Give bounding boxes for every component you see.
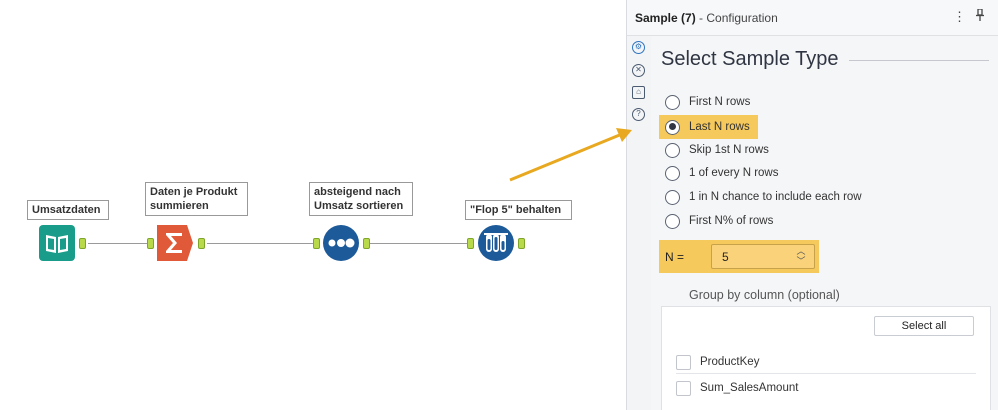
- option-last-n-rows[interactable]: Last N rows: [659, 115, 758, 139]
- group-by-title: Group by column (optional): [689, 288, 840, 302]
- output-anchor-1[interactable]: [79, 238, 86, 249]
- n-stepper[interactable]: ︿ ﹀: [791, 246, 811, 268]
- option-1-of-every-n-rows[interactable]: 1 of every N rows: [665, 163, 778, 183]
- column-name: ProductKey: [700, 356, 760, 368]
- sort-tool[interactable]: [323, 225, 359, 261]
- node-label-umsatzdaten: Umsatzdaten: [27, 200, 109, 220]
- n-input[interactable]: 5 ︿ ﹀: [711, 244, 815, 269]
- pin-icon[interactable]: [975, 8, 985, 25]
- connection-1: [88, 243, 148, 244]
- output-anchor-3[interactable]: [363, 238, 370, 249]
- option-first-n-percent[interactable]: First N% of rows: [665, 211, 773, 231]
- input-data-tool[interactable]: [39, 225, 75, 261]
- section-title: Select Sample Type: [661, 48, 839, 70]
- option-label: Skip 1st N rows: [689, 144, 769, 156]
- radio-button[interactable]: [665, 94, 680, 110]
- workflow-canvas[interactable]: Umsatzdaten Daten je Produkt summieren a…: [0, 0, 626, 410]
- sample-tubes-icon: [478, 225, 514, 261]
- input-anchor-2[interactable]: [147, 238, 154, 249]
- annotation-icon[interactable]: ✕: [632, 64, 645, 77]
- option-label: 1 of every N rows: [689, 167, 779, 179]
- connection-2: [207, 243, 317, 244]
- sort-dots-icon: [323, 225, 359, 261]
- checkbox[interactable]: [676, 380, 691, 396]
- configuration-content: Select Sample Type First N rows Last N r…: [651, 36, 998, 410]
- node-label-flop5: "Flop 5" behalten: [465, 200, 572, 220]
- connection-3: [369, 243, 469, 244]
- chevron-down-icon[interactable]: ﹀: [796, 256, 806, 266]
- node-label-summieren: Daten je Produkt summieren: [145, 182, 248, 216]
- option-label: 1 in N chance to include each row: [689, 191, 862, 203]
- option-1-in-n-chance[interactable]: 1 in N chance to include each row: [665, 187, 862, 207]
- n-value[interactable]: 5: [722, 250, 729, 264]
- radio-button[interactable]: [665, 213, 680, 229]
- input-anchor-3[interactable]: [313, 238, 320, 249]
- column-name: Sum_SalesAmount: [700, 382, 799, 394]
- configuration-panel: Sample (7) - Configuration ⋮ ⚙ ✕ ⌂ ? Sel…: [626, 0, 998, 410]
- tag-icon[interactable]: ⌂: [632, 86, 645, 99]
- option-label: First N rows: [689, 96, 751, 108]
- help-icon[interactable]: ?: [632, 108, 645, 121]
- section-divider: [849, 60, 989, 61]
- column-row-productkey[interactable]: ProductKey: [676, 353, 759, 371]
- radio-button[interactable]: [665, 142, 680, 158]
- book-icon: [39, 225, 75, 261]
- n-field-group: N = 5 ︿ ﹀: [659, 240, 819, 273]
- option-skip-1st-n-rows[interactable]: Skip 1st N rows: [665, 140, 769, 160]
- input-anchor-4[interactable]: [467, 238, 474, 249]
- radio-button[interactable]: [665, 165, 680, 181]
- sigma-icon: [157, 225, 193, 261]
- output-anchor-2[interactable]: [198, 238, 205, 249]
- configuration-gear-icon[interactable]: ⚙: [632, 41, 645, 54]
- panel-title: Sample (7) - Configuration: [635, 11, 778, 25]
- sample-tool[interactable]: [478, 225, 514, 261]
- output-anchor-4[interactable]: [518, 238, 525, 249]
- n-label: N =: [665, 250, 685, 264]
- chevron-up-icon[interactable]: ︿: [796, 246, 806, 256]
- more-options-icon[interactable]: ⋮: [953, 9, 966, 24]
- column-row-sum-salesamount[interactable]: Sum_SalesAmount: [676, 379, 798, 397]
- radio-button[interactable]: [665, 189, 680, 205]
- panel-header: Sample (7) - Configuration ⋮: [627, 0, 998, 36]
- panel-subtitle: - Configuration: [699, 11, 778, 25]
- select-all-button[interactable]: Select all: [874, 316, 974, 336]
- checkbox[interactable]: [676, 354, 691, 370]
- tool-name: Sample (7): [635, 11, 696, 25]
- radio-button-selected[interactable]: [665, 119, 680, 135]
- option-label: Last N rows: [689, 121, 750, 133]
- option-first-n-rows[interactable]: First N rows: [665, 92, 750, 112]
- node-label-sortieren: absteigend nach Umsatz sortieren: [309, 182, 413, 216]
- row-divider: [676, 373, 976, 374]
- option-label: First N% of rows: [689, 215, 774, 227]
- group-by-box: Select all ProductKey Sum_SalesAmount: [661, 306, 991, 410]
- summarize-tool[interactable]: [157, 225, 193, 261]
